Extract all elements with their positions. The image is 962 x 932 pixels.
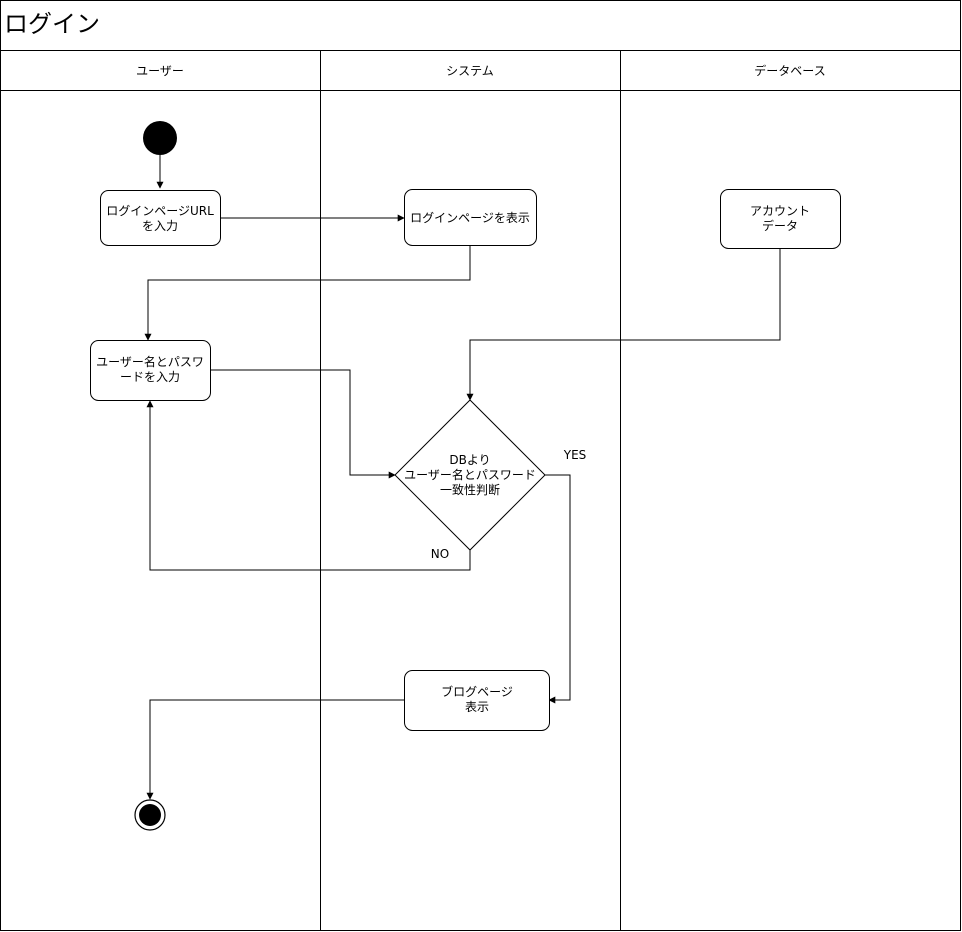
node-enter-credentials-line-1: ユーザー名とパスワ [96,354,204,369]
edge-account-data-to-decision [466,249,781,401]
edge-blog-page-to-end [146,699,404,800]
edge-label-yes: YES [563,448,587,462]
node-enter-url: ログインページURL を入力 [100,190,221,246]
end-node [134,799,166,831]
node-account-data-line-1: アカウント [750,204,810,218]
edge-enter-credentials-to-decision [210,369,396,479]
node-account-data-line-2: データ [762,218,798,233]
lane-header-database: データベース [754,63,825,78]
node-decision-line-3: 一致性判断 [440,482,500,497]
start-node [143,121,177,155]
node-enter-credentials: ユーザー名とパスワ ードを入力 [90,340,211,401]
node-account-data: アカウント データ [720,189,841,249]
edge-decision-no-to-enter-credentials [146,400,471,571]
node-blog-page: ブログページ 表示 [404,670,550,731]
diagram-title: ログイン [4,10,100,38]
node-enter-url-line-2: を入力 [142,219,178,233]
node-blog-page-line-2: 表示 [465,700,489,714]
node-blog-page-line-1: ブログページ [441,684,513,699]
edge-show-login-to-enter-credentials [144,246,471,341]
node-decision-line-2: ユーザー名とパスワード [404,467,536,482]
lane-header-user: ユーザー [136,64,184,78]
edge-label-no: NO [431,547,449,561]
node-enter-url-line-1: ログインページURL [106,204,214,218]
node-show-login: ログインページを表示 [404,189,537,246]
node-enter-credentials-line-2: ードを入力 [120,370,180,384]
edge-decision-yes-to-blog-page [545,474,571,704]
node-show-login-line-1: ログインページを表示 [410,211,530,225]
node-decision-line-1: DBより [449,453,490,467]
node-decision: DBより ユーザー名とパスワード 一致性判断 [394,399,546,551]
lane-header-system: システム [446,64,494,78]
